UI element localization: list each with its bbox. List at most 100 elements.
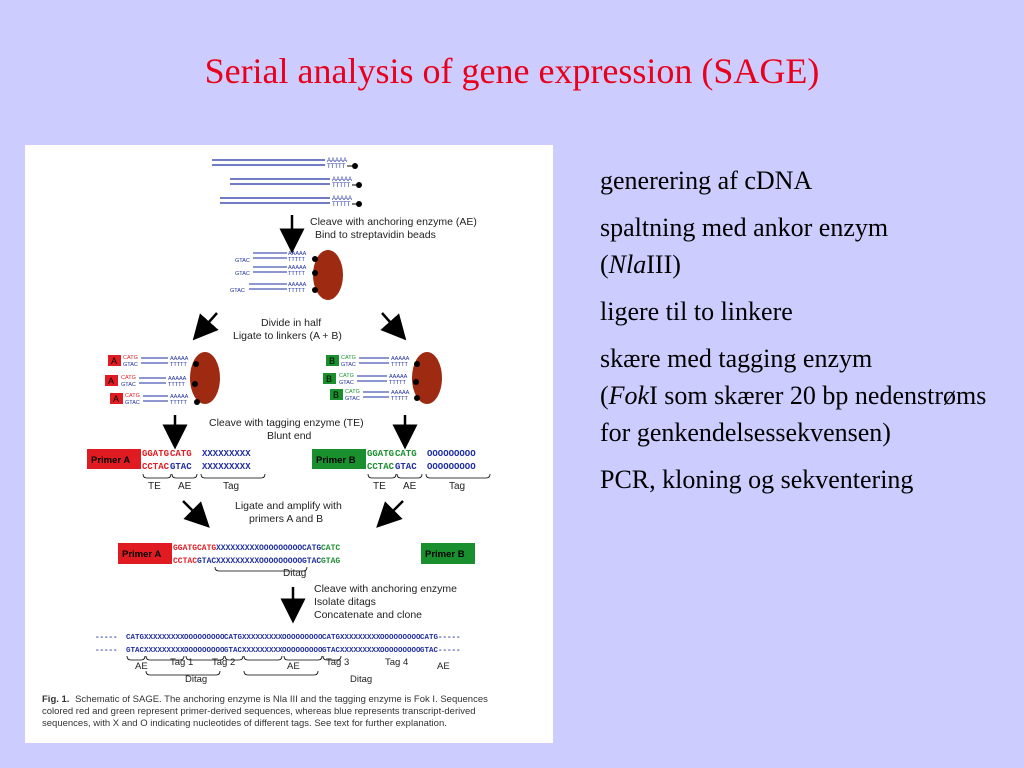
svg-text:A: A [108, 376, 114, 386]
bullet-item: spaltning med ankor enzym (NlaIII) [600, 213, 889, 279]
converge-right-arrow [376, 500, 404, 528]
bullet-item: ligere til to linkere [600, 297, 793, 326]
svg-text:CATG: CATG [123, 355, 138, 361]
svg-text:Fig. 1. Schematic of SAG: Fig. 1. Schematic of SAGE. The anchoring… [42, 694, 488, 705]
svg-text:GGATG: GGATG [173, 544, 197, 553]
svg-text:TTTTT: TTTTT [391, 396, 408, 402]
svg-text:A: A [111, 356, 117, 366]
svg-text:OOOOOOOOO: OOOOOOOOO [282, 634, 323, 642]
svg-text:GTAC: GTAC [123, 362, 138, 368]
linker-a-strand: A CATG GTAC AAAAA TTTTT [110, 393, 200, 406]
caption-line-2: colored red and green represent primer-d… [42, 706, 476, 717]
svg-text:Primer A: Primer A [122, 549, 161, 560]
linker-a-strand: A CATG GTAC AAAAA TTTTT [105, 375, 198, 388]
svg-text:CATG: CATG [197, 544, 216, 553]
svg-text:CATG: CATG [322, 634, 341, 642]
svg-text:-----: ----- [95, 647, 118, 655]
svg-text:A: A [113, 394, 119, 404]
svg-text:GGATG: GGATG [367, 449, 394, 459]
poly-t-label: TTTTT [332, 202, 351, 208]
svg-text:CATC: CATC [321, 544, 340, 553]
sage-schematic-svg: AAAAA TTTTT AAAAA TTTTT AAAAA TTTTT Clea… [42, 158, 491, 729]
sage-schematic-figure: AAAAA TTTTT AAAAA TTTTT AAAAA TTTTT Clea… [25, 145, 553, 743]
svg-text:XXXXXXXXX: XXXXXXXXX [242, 634, 283, 642]
svg-text:GTAG: GTAG [321, 557, 340, 566]
svg-text:TTTTT: TTTTT [288, 271, 305, 277]
svg-text:Tag 1: Tag 1 [170, 657, 193, 668]
svg-text:OOOOOOOOO: OOOOOOOOO [427, 462, 476, 472]
svg-text:GTAC: GTAC [224, 647, 243, 655]
svg-text:TE: TE [373, 481, 386, 492]
split-left-arrow [192, 312, 219, 341]
svg-text:Tag: Tag [223, 481, 239, 492]
svg-text:AAAAA: AAAAA [389, 374, 408, 380]
svg-text:CATG: CATG [170, 449, 192, 459]
poly-t-label: TTTTT [332, 183, 351, 189]
primer-a-box [118, 543, 172, 564]
svg-text:OOOOOOOOO: OOOOOOOOO [380, 647, 421, 655]
svg-text:TTTTT: TTTTT [170, 362, 187, 368]
svg-text:TTTTT: TTTTT [391, 362, 408, 368]
caption-line-1: Schematic of SAGE. The anchoring enzyme … [75, 694, 488, 705]
cleaved-strand: GTAC AAAAA TTTTT [235, 251, 318, 264]
svg-text:GTAC: GTAC [170, 462, 192, 472]
svg-text:OOOOOOOOO: OOOOOOOOO [184, 634, 225, 642]
svg-text:XXXXXXXXX: XXXXXXXXX [202, 449, 251, 459]
cdna-strand: AAAAA TTTTT [230, 177, 362, 189]
ditag-label: Ditag [185, 674, 207, 685]
svg-text:CATG: CATG [126, 634, 145, 642]
poly-a-label: AAAAA [332, 196, 352, 202]
svg-text:XXXXXXXXX: XXXXXXXXX [216, 544, 259, 553]
svg-text:CATG: CATG [395, 449, 417, 459]
svg-text:Tag 2: Tag 2 [212, 657, 235, 668]
svg-text:AE: AE [178, 481, 192, 492]
svg-text:OOOOOOOOO: OOOOOOOOO [259, 557, 302, 566]
cdna-strand: AAAAA TTTTT [212, 158, 358, 170]
svg-text:B: B [333, 390, 339, 400]
svg-text:CATG: CATG [302, 544, 321, 553]
svg-text:-----: ----- [438, 634, 461, 642]
linker-a-box [105, 375, 118, 386]
svg-text:AE: AE [287, 661, 300, 672]
ditag-amplicon: Primer A Primer B GGATG CATG XXXXXXXXX O… [118, 543, 475, 579]
caption-line-3: sequences, with X and O indicating nucle… [42, 718, 447, 729]
bullet-list: generering af cDNA spaltning med ankor e… [600, 162, 1010, 508]
figure-caption: Fig. 1. Schematic of SAGE. The anchoring… [42, 694, 488, 729]
svg-text:CATG: CATG [420, 634, 439, 642]
svg-text:AE: AE [135, 661, 148, 672]
svg-text:CCTAC: CCTAC [173, 557, 197, 566]
ditag-label: Ditag [283, 568, 306, 579]
bullet-item: generering af cDNA [600, 166, 813, 195]
svg-text:GTAC: GTAC [197, 557, 216, 566]
svg-text:XXXXXXXXX: XXXXXXXXX [144, 634, 185, 642]
svg-text:XXXXXXXXX: XXXXXXXXX [202, 462, 251, 472]
svg-text:AAAAA: AAAAA [288, 251, 307, 257]
svg-text:GTAC: GTAC [339, 380, 354, 386]
streptavidin-bead [313, 250, 343, 300]
svg-text:B: B [326, 374, 332, 384]
svg-text:XXXXXXXXX: XXXXXXXXX [242, 647, 283, 655]
svg-text:OOOOOOOOO: OOOOOOOOO [259, 544, 302, 553]
svg-text:OOOOOOOOO: OOOOOOOOO [380, 634, 421, 642]
linker-b-box [326, 355, 339, 366]
svg-text:CATG: CATG [341, 355, 356, 361]
split-right-arrow [380, 312, 407, 341]
svg-text:CATG: CATG [345, 389, 360, 395]
slide-title: Serial analysis of gene expression (SAGE… [204, 51, 820, 91]
svg-text:TTTTT: TTTTT [168, 382, 185, 388]
step-cleave-ae-2: Cleave with anchoring enzyme [314, 583, 457, 595]
primer-b-fragment: Primer B GGATG CATG OOOOOOOOO CCTAC GTAC… [312, 449, 491, 492]
svg-text:Tag 3: Tag 3 [326, 657, 349, 668]
svg-text:GTAC: GTAC [126, 647, 145, 655]
svg-text:Primer A: Primer A [91, 455, 130, 466]
svg-text:CATG: CATG [224, 634, 243, 642]
svg-text:GTAC: GTAC [395, 462, 417, 472]
svg-text:-----: ----- [438, 647, 461, 655]
linker-b-strands: B CATG GTAC AAAAA TTTTT B CATG GTAC AAAA… [323, 355, 420, 402]
svg-text:AE: AE [437, 661, 450, 672]
svg-text:CATG: CATG [339, 373, 354, 379]
svg-text:GTAC: GTAC [235, 258, 250, 264]
concatemer: ----- CATG XXXXXXXXX OOOOOOOOO CATG XXXX… [95, 634, 461, 685]
linker-a-strands: A CATG GTAC AAAAA TTTTT A CATG GTAC AAAA… [105, 355, 200, 406]
svg-text:CCTAC: CCTAC [367, 462, 395, 472]
